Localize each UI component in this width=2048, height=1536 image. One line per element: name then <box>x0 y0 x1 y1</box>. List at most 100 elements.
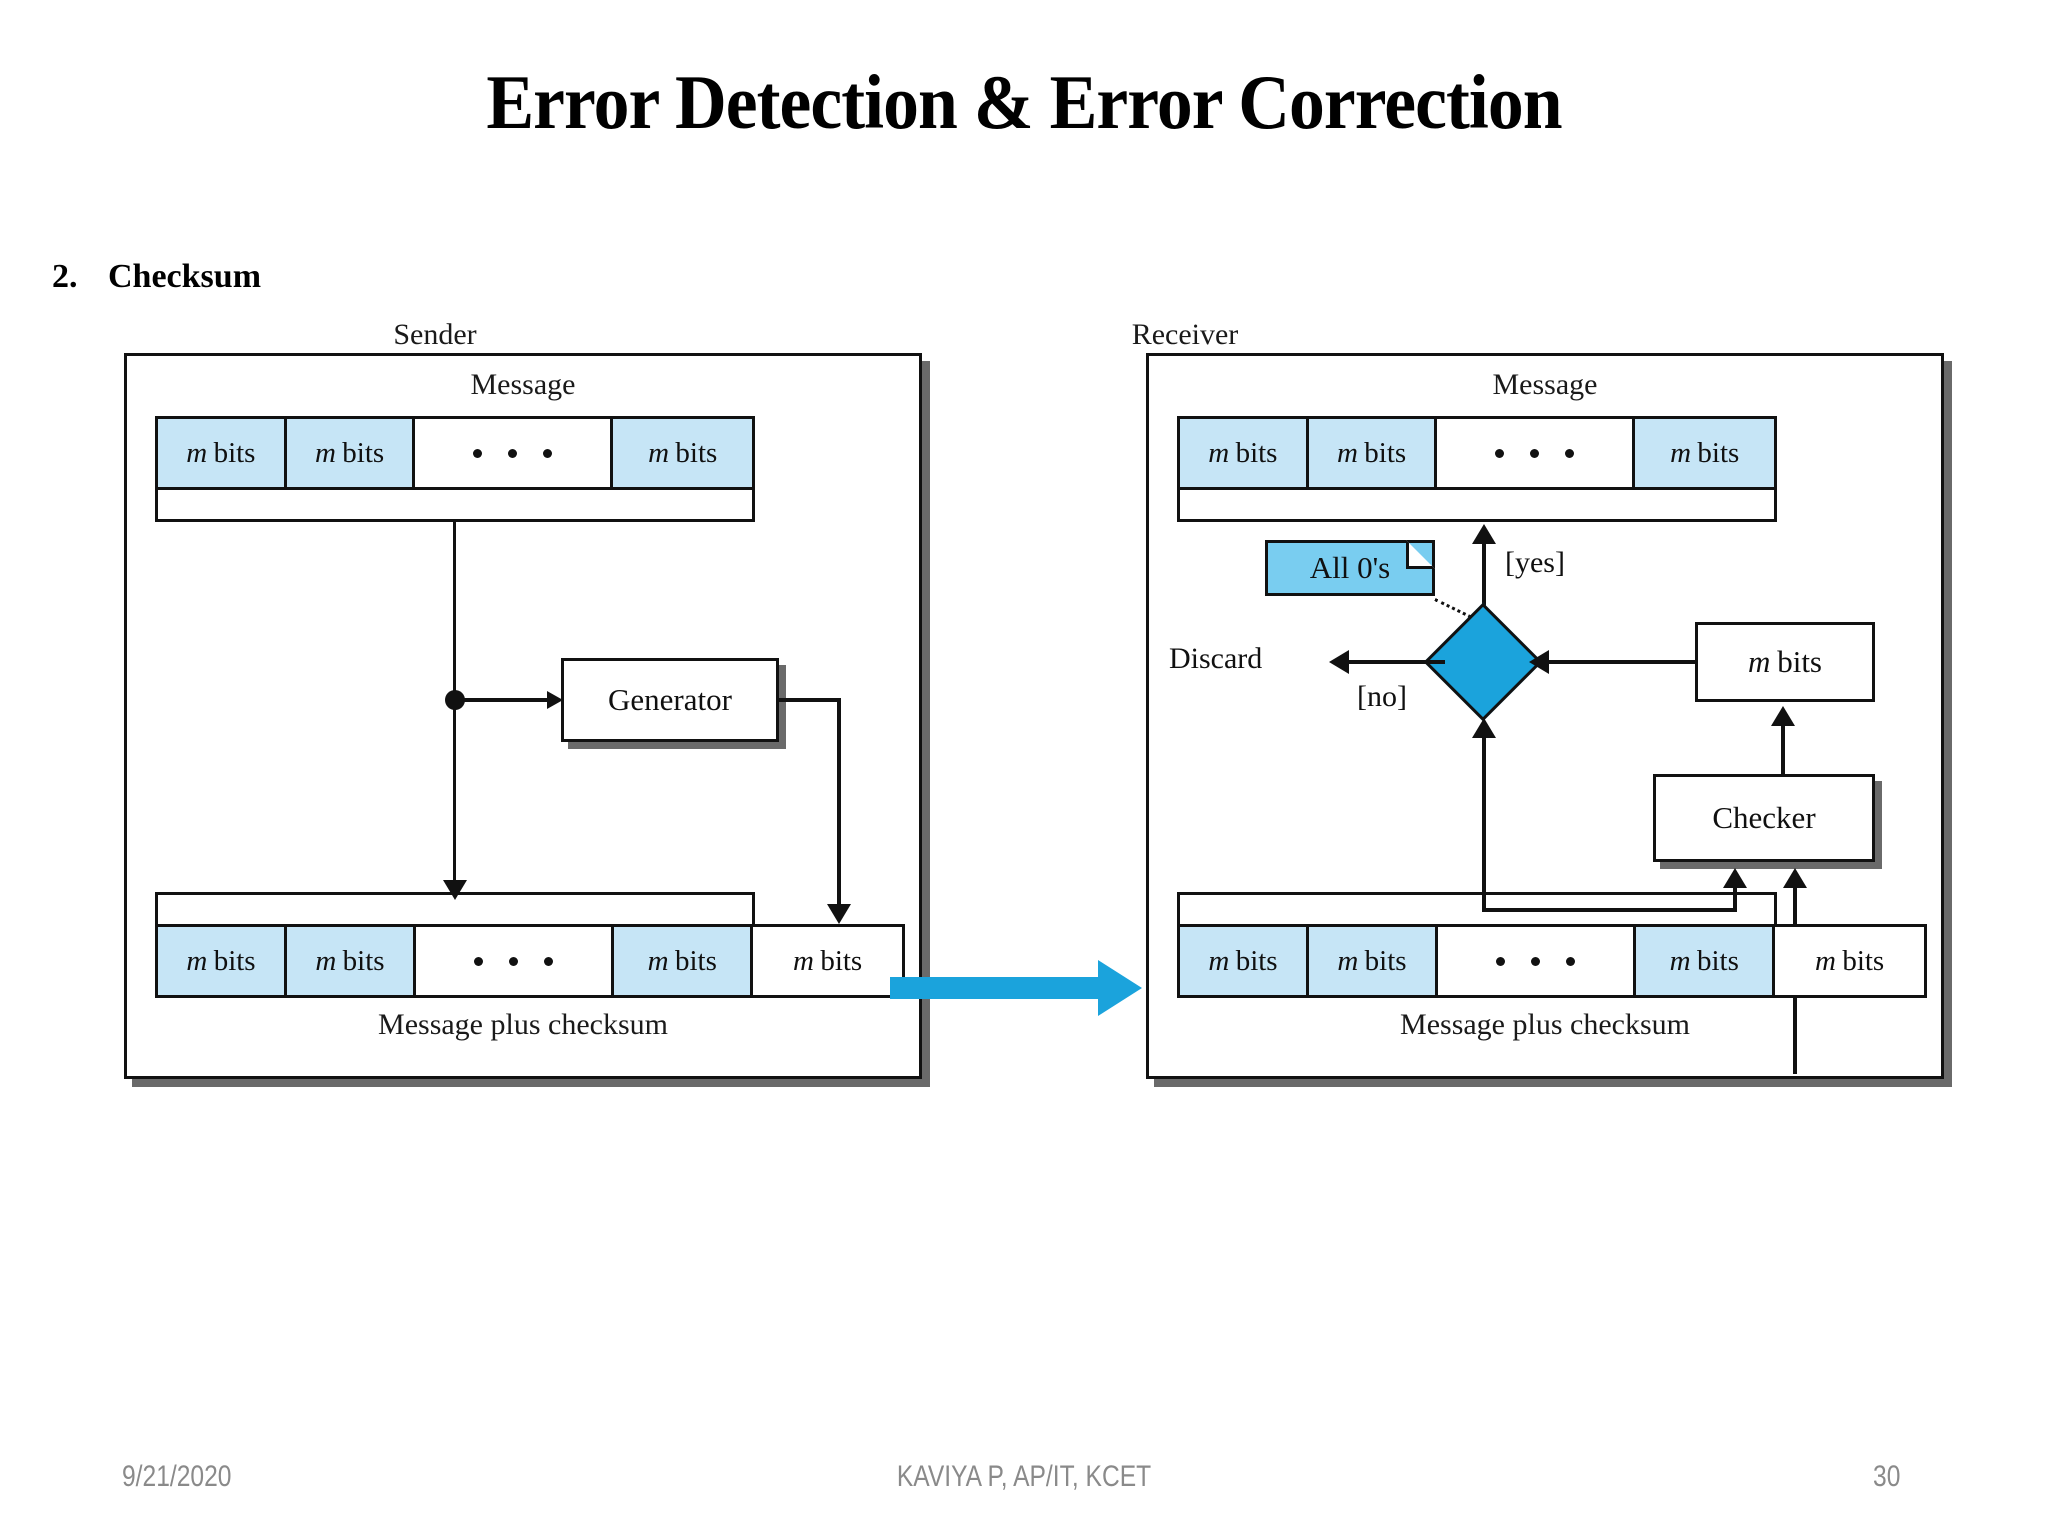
italic-m: m <box>1814 944 1836 977</box>
generator-box[interactable]: Generator <box>561 658 779 742</box>
sender-message-label: Message <box>470 368 576 401</box>
bit-cell-label: bits <box>1697 436 1740 469</box>
ellipsis-dot <box>474 956 484 966</box>
sender-message-flow-arrowhead <box>443 880 467 900</box>
generator-output-arrowhead <box>827 904 851 924</box>
transmission-arrow-head <box>1098 960 1142 1016</box>
italic-m: m <box>1337 944 1359 977</box>
receiver-checksum-bracket <box>1177 892 1777 924</box>
checker-input-left-arrowhead <box>1723 868 1747 888</box>
italic-m: m <box>1208 436 1230 469</box>
mbits-to-diamond-line <box>1545 660 1695 664</box>
italic-m: m <box>1336 436 1358 469</box>
yes-label: [yes] <box>1505 546 1565 579</box>
bit-cell-label: bits <box>1696 944 1739 977</box>
checker-box[interactable]: Checker <box>1653 774 1875 862</box>
italic-m: m <box>1670 436 1692 469</box>
bit-cell-label: bits <box>675 436 718 469</box>
transmission-arrow-shaft <box>890 977 1106 999</box>
checker-label: Checker <box>1712 800 1816 835</box>
bit-cell-label: bits <box>674 944 717 977</box>
checker-to-mbits-arrowhead <box>1771 706 1795 726</box>
ellipsis-dots <box>1437 448 1632 458</box>
mbits-to-diamond-arrowhead <box>1529 650 1549 674</box>
italic-m: m <box>1669 944 1691 977</box>
no-label: [no] <box>1357 680 1407 713</box>
ellipsis-dot <box>543 448 553 458</box>
yes-branch-line <box>1482 540 1486 622</box>
bullet-item: 2. Checksum <box>52 258 952 296</box>
slide-footer: 9/21/2020 KAVIYA P, AP/IT, KCET 30 <box>0 1426 2048 1536</box>
footer-author: KAVIYA P, AP/IT, KCET <box>896 1460 1152 1493</box>
ellipsis-dot <box>1496 956 1506 966</box>
receiver-bottom-label: Message plus checksum <box>1400 1008 1690 1041</box>
yes-branch-arrowhead <box>1472 524 1496 544</box>
sender-to-generator-line <box>455 698 555 702</box>
italic-m: m <box>647 944 669 977</box>
ellipsis-dot <box>1530 448 1540 458</box>
bit-cell-ellipsis <box>415 927 615 995</box>
ellipsis-dot <box>473 448 483 458</box>
generator-output-h <box>779 698 841 702</box>
no-branch-line <box>1345 660 1445 664</box>
footer-date: 9/21/2020 <box>122 1460 232 1493</box>
bullet-number: 2. <box>52 258 78 295</box>
discard-label: Discard <box>1169 642 1263 675</box>
all-zeros-note-label: All 0's <box>1309 550 1391 585</box>
italic-m: m <box>314 436 336 469</box>
ellipsis-dot <box>544 956 554 966</box>
bit-cell-label: bits <box>1364 436 1407 469</box>
bit-cell-label: bits <box>1364 944 1407 977</box>
transmission-arrow <box>890 960 1150 1016</box>
italic-m: m <box>792 944 814 977</box>
sender-bottom-label: Message plus checksum <box>378 1008 668 1041</box>
note-fold-corner <box>1406 540 1435 569</box>
mbits-box-label: bits <box>1777 644 1822 679</box>
generator-label: Generator <box>608 682 732 717</box>
mbits-box-italic-m: m <box>1748 644 1771 679</box>
bit-cell-ellipsis <box>1437 419 1636 487</box>
receiver-message-bus-vertical <box>1482 736 1486 912</box>
bit-cell-ellipsis <box>415 419 614 487</box>
ellipsis-dot <box>1531 956 1541 966</box>
bit-cell-label: bits <box>1235 944 1278 977</box>
ellipsis-dot <box>509 956 519 966</box>
italic-m: m <box>648 436 670 469</box>
sender-message-bracket <box>155 490 755 522</box>
generator-output-v <box>837 698 841 906</box>
ellipsis-dots <box>1438 956 1633 966</box>
no-branch-arrowhead <box>1329 650 1349 674</box>
bit-cell-label: bits <box>1235 436 1278 469</box>
all-zeros-note: All 0's <box>1265 540 1435 596</box>
ellipsis-dot <box>1566 956 1576 966</box>
ellipsis-dots <box>416 956 611 966</box>
sender-checksum-bracket <box>155 892 755 924</box>
ellipsis-dot <box>1565 448 1575 458</box>
checker-input-left-line <box>1733 884 1737 912</box>
checker-input-right-arrowhead <box>1783 868 1807 888</box>
page-title: Error Detection & Error Correction <box>486 59 1562 145</box>
italic-m: m <box>186 944 208 977</box>
footer-page-number: 30 <box>1872 1460 1900 1493</box>
bit-cell-label: bits <box>213 944 256 977</box>
checker-to-mbits-line <box>1781 722 1785 774</box>
bit-cell-label: bits <box>213 436 256 469</box>
italic-m: m <box>315 944 337 977</box>
